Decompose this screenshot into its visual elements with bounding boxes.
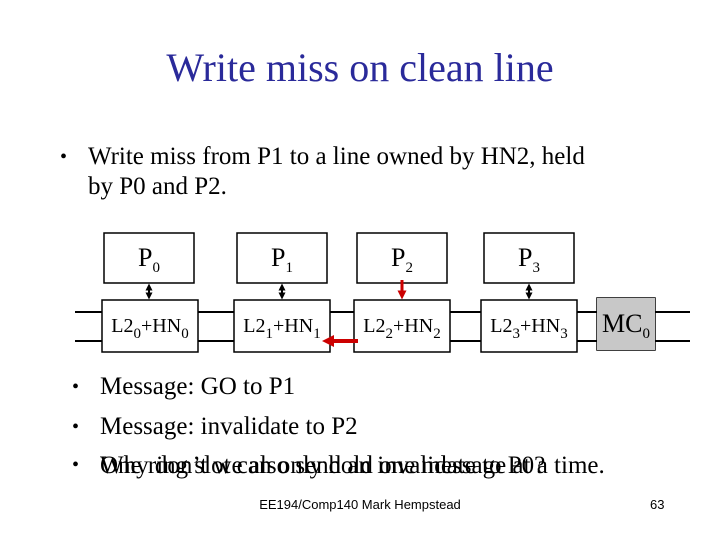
- processor-1-box: [236, 232, 328, 284]
- slide-title: Write miss on clean line: [166, 45, 554, 90]
- footer: EE194/Comp140 Mark Hempstead: [259, 497, 461, 512]
- cache-2-box: [353, 299, 451, 353]
- cache-0-box: [101, 299, 199, 353]
- cache-3: L23+HN3: [490, 315, 568, 342]
- bullet-1-line-2: by P0 and P2.: [88, 173, 227, 200]
- bullet-dot: •: [72, 454, 80, 476]
- bullet-1-line-1: Write miss from P1 to a line owned by HN…: [88, 143, 585, 170]
- bullet-2-text: Message: GO to P1: [100, 373, 296, 400]
- cache-2: L22+HN2: [363, 315, 441, 342]
- overlap-text-a: One ring slot can only hold one message …: [100, 452, 605, 479]
- bullet-dot: •: [60, 146, 68, 168]
- processor-3: P3: [518, 243, 540, 276]
- bullet-3-text: Message: invalidate to P2: [100, 413, 358, 440]
- cache-1-box: [233, 299, 331, 353]
- cache-0: L20+HN0: [111, 315, 189, 342]
- processor-0: P0: [138, 243, 160, 276]
- bullet-dot: •: [72, 376, 80, 398]
- processor-2: P2: [391, 243, 413, 276]
- processor-2-box: [356, 232, 448, 284]
- page-number: 63: [650, 497, 665, 512]
- processor-1: P1: [271, 243, 293, 276]
- overlap-text-b: Why don’t we also send an invalidate to …: [100, 452, 546, 479]
- processor-3-box: [483, 232, 575, 284]
- processor-0-box: [103, 232, 195, 284]
- cache-1: L21+HN1: [243, 315, 321, 342]
- bullet-dot: •: [72, 416, 80, 438]
- cache-3-box: [480, 299, 578, 353]
- memory-controller: MC0: [597, 298, 655, 350]
